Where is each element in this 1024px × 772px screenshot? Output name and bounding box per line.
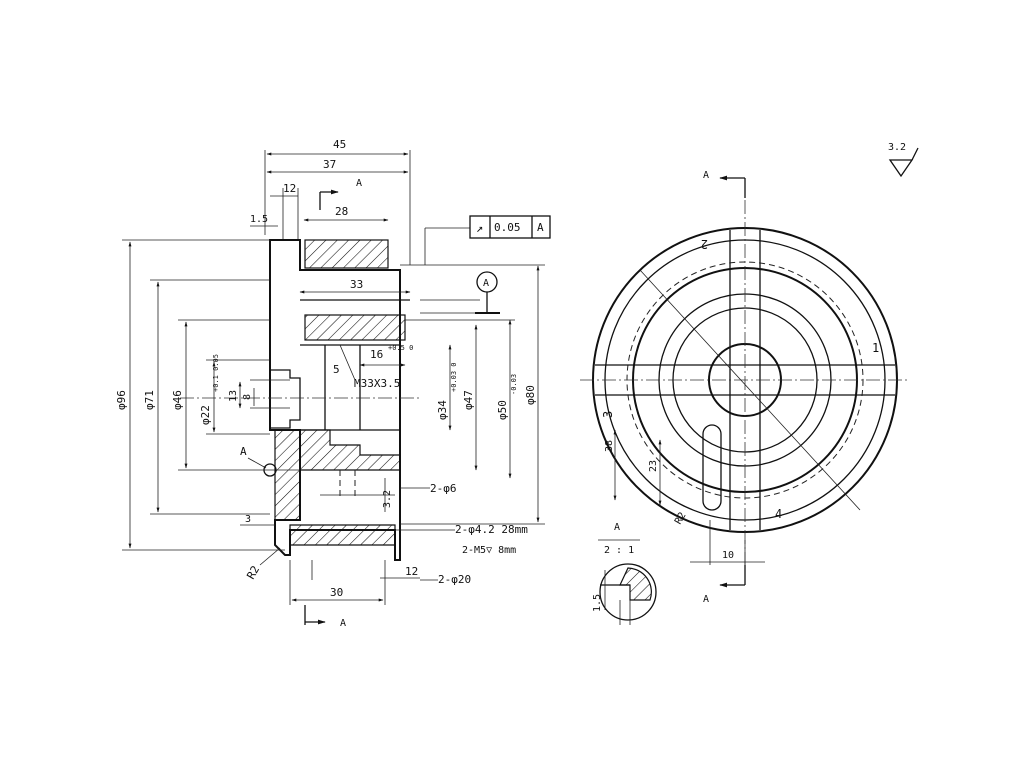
dim-37: 37: [323, 158, 336, 171]
dim-phi50-tol: -0.03: [510, 374, 518, 395]
dim-phi47: φ47: [462, 390, 475, 410]
front-arrow-bottom-label: A: [703, 594, 709, 605]
callout-2: 2: [701, 237, 708, 251]
dim-5: 5: [333, 363, 340, 376]
datum-circle: [263, 463, 277, 477]
dim-2phi20: 2-φ20: [438, 573, 471, 586]
tolerance-value: 0.05: [494, 221, 521, 234]
front-view: A A 2 1 3 4 38 23 R2 10 3.2: [580, 142, 919, 605]
dim-10: 10: [722, 550, 734, 561]
surface-finish-value: 3.2: [888, 142, 906, 153]
dim-1-5: 1.5: [250, 214, 268, 225]
dim-m33: M33X3.5: [354, 377, 400, 390]
callout-3: 3: [601, 411, 615, 418]
detail-circle: [599, 563, 657, 621]
dim-33: 33: [350, 278, 363, 291]
dim-r2: R2: [244, 564, 262, 582]
dim-28: 28: [335, 205, 348, 218]
datum-balloon-label: A: [483, 278, 489, 289]
detail-view: A 2 : 1 1.5: [592, 522, 657, 625]
detail-scale: 2 : 1: [604, 545, 634, 556]
tolerance-symbol: ↗: [476, 221, 483, 235]
dim-45: 45: [333, 138, 346, 151]
dim-16-tol: +0.5 0: [388, 344, 413, 352]
dim-3: 3: [245, 514, 251, 525]
dim-2m5: 2-M5▽ 8mm: [462, 545, 516, 556]
datum-a-label: A: [240, 445, 247, 458]
dim-13: 13: [228, 390, 239, 402]
dim-12b: 12: [405, 565, 418, 578]
callout-1: 1: [872, 341, 879, 355]
dim-30: 30: [330, 586, 343, 599]
dim-2phi6: 2-φ6: [430, 482, 457, 495]
detail-label: A: [614, 522, 620, 533]
surface-finish-symbol: [888, 147, 919, 178]
dim-23: 23: [648, 460, 659, 472]
dim-38: 38: [604, 440, 615, 452]
callout-4: 4: [775, 507, 782, 521]
dim-phi50: φ50: [496, 400, 509, 420]
dim-phi22-tol: +0.1 0.05: [212, 354, 220, 392]
section-arrow-bottom-label: A: [340, 618, 346, 629]
dim-phi46: φ46: [171, 390, 184, 410]
section-view: 45 37 12 A 28 1.5 33: [115, 138, 551, 629]
section-arrow-top-label: A: [356, 178, 362, 189]
detail-dim-1-5: 1.5: [592, 594, 603, 612]
dim-3-2: 3.2: [382, 490, 393, 508]
dim-2phi4: 2-φ4.2 28mm: [455, 523, 528, 536]
dim-12: 12: [283, 182, 296, 195]
front-arrow-top-label: A: [703, 170, 709, 181]
dim-phi80: φ80: [524, 385, 537, 405]
dim-r2-front: R2: [673, 511, 689, 527]
slot: [702, 424, 722, 511]
tolerance-frame: [469, 215, 551, 239]
dim-phi71: φ71: [143, 390, 156, 410]
dim-phi96: φ96: [115, 390, 128, 410]
dim-16: 16: [370, 348, 383, 361]
dim-8: 8: [242, 394, 253, 400]
tolerance-datum: A: [537, 221, 544, 234]
dim-phi34-tol: +0.03 0: [450, 362, 458, 392]
dim-phi22: φ22: [199, 405, 212, 425]
dim-phi34: φ34: [436, 400, 449, 420]
